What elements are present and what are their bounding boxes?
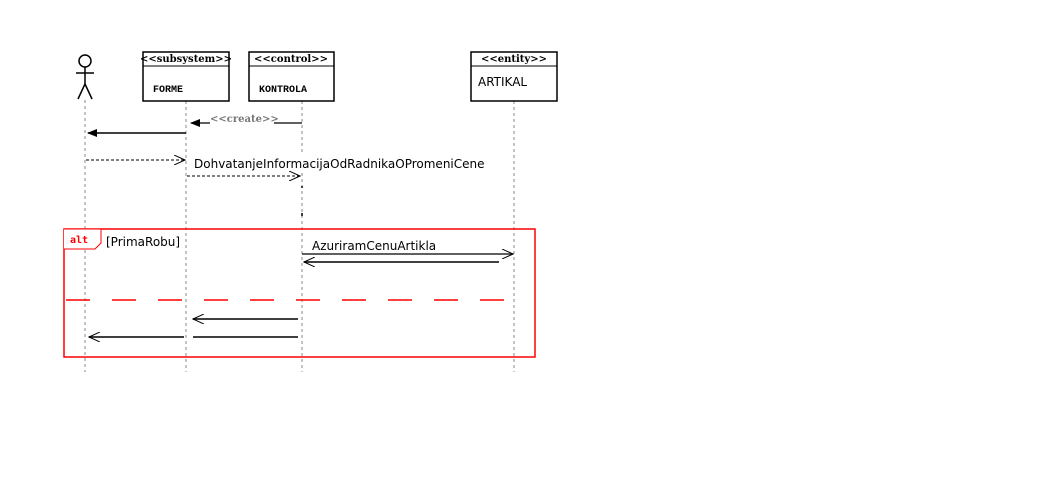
artikal-stereotype: <<entity>> [481,54,547,65]
participant-kontrola: <<control>> KONTROLA [248,51,335,102]
dohvatanje-label: DohvatanjeInformacijaOdRadnikaOPromeniCe… [194,157,485,171]
forme-name: FORME [153,85,183,96]
message-azuriram: AzuriramCenuArtikla [302,239,513,254]
participant-artikal: <<entity>> ARTIKAL [470,51,558,102]
participant-forme: <<subsystem>> FORME [140,51,232,102]
alt-operator: alt [70,235,88,246]
alt-guard: [PrimaRobu] [106,235,180,249]
alt-fragment: alt [PrimaRobu] [63,228,536,358]
kontrola-stereotype: <<control>> [254,54,328,65]
azuriram-label: AzuriramCenuArtikla [312,239,436,253]
create-label: <<create>> [210,114,279,125]
message-create: <<create>> [190,114,302,127]
message-dohvatanje: DohvatanjeInformacijaOdRadnikaOPromeniCe… [187,155,513,176]
forme-stereotype: <<subsystem>> [140,54,232,65]
actor-icon [76,54,94,100]
artikal-name: ARTIKAL [478,75,527,89]
kontrola-name: KONTROLA [259,85,307,96]
